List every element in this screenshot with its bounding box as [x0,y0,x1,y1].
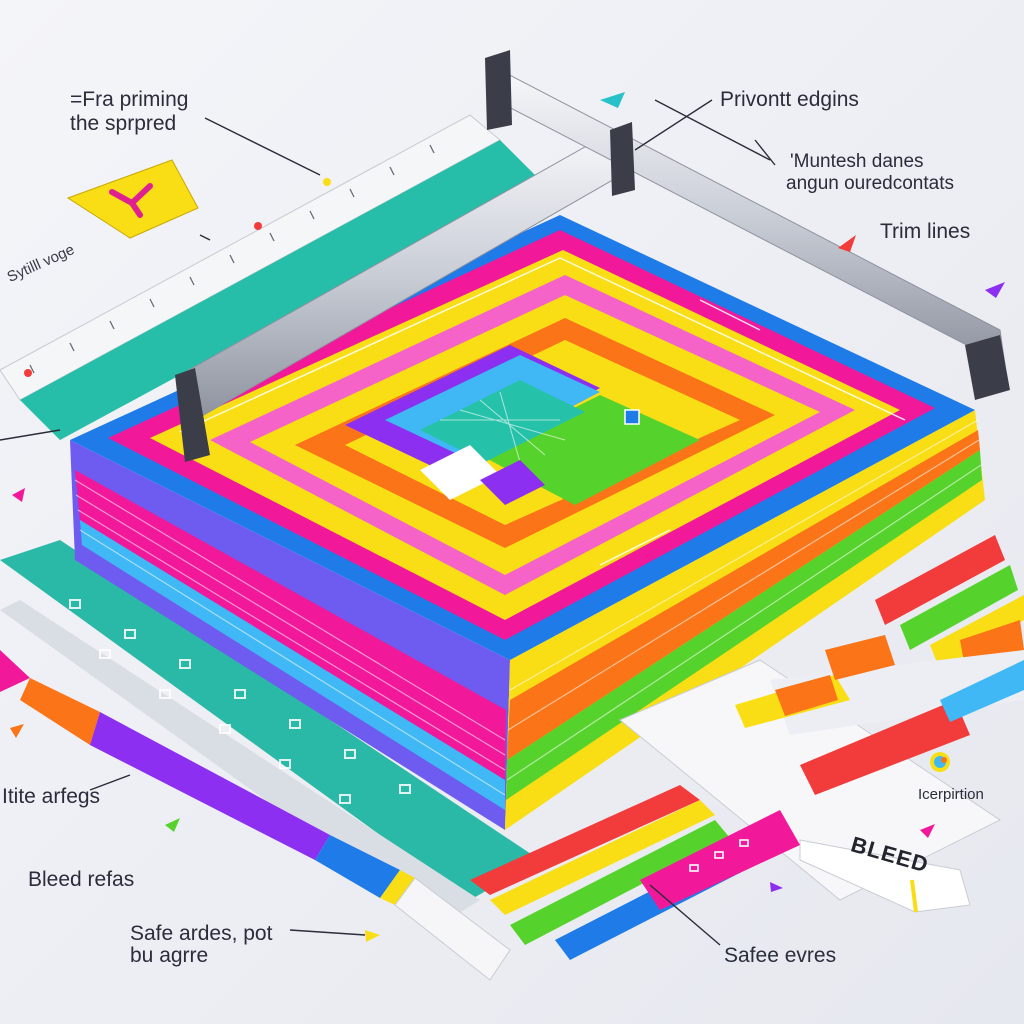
bottom-swatch-strip [470,785,800,960]
callout-bleed-left: Bleed refas [28,868,135,891]
callout-safe-bottom: Safee evres [724,944,837,967]
callout-top-left-line1: =Fra priming [70,88,189,111]
circle-logo-icon [930,752,950,772]
callout-trim-lines: Trim lines [880,220,971,243]
callout-safe-left-line2: bu agrre [130,944,209,967]
cutting-rail [175,50,1010,462]
paper-stack [70,410,985,830]
bottom-left-ruler [0,540,540,925]
callout-top-left-line2: the sprpred [70,112,177,135]
callout-lines [0,99,776,946]
callout-top-right-line1: 'Muntesh danes [790,151,924,172]
y-letter-icon [66,159,199,239]
bleed-card [619,635,1024,913]
callout-safe-left-line1: Safe ardes, pot [130,922,273,945]
arrow-icon [10,92,1005,942]
callout-top-center: Privontt edgins [720,88,859,111]
legend-label: Icerpirtion [918,786,984,803]
top-left-ruler [0,114,540,440]
callout-left-mid: Itite arfegs [2,785,101,808]
top-sheet [70,215,975,660]
left-color-bar [0,650,511,981]
callout-top-right-line2: angun ouredcontats [786,173,954,194]
